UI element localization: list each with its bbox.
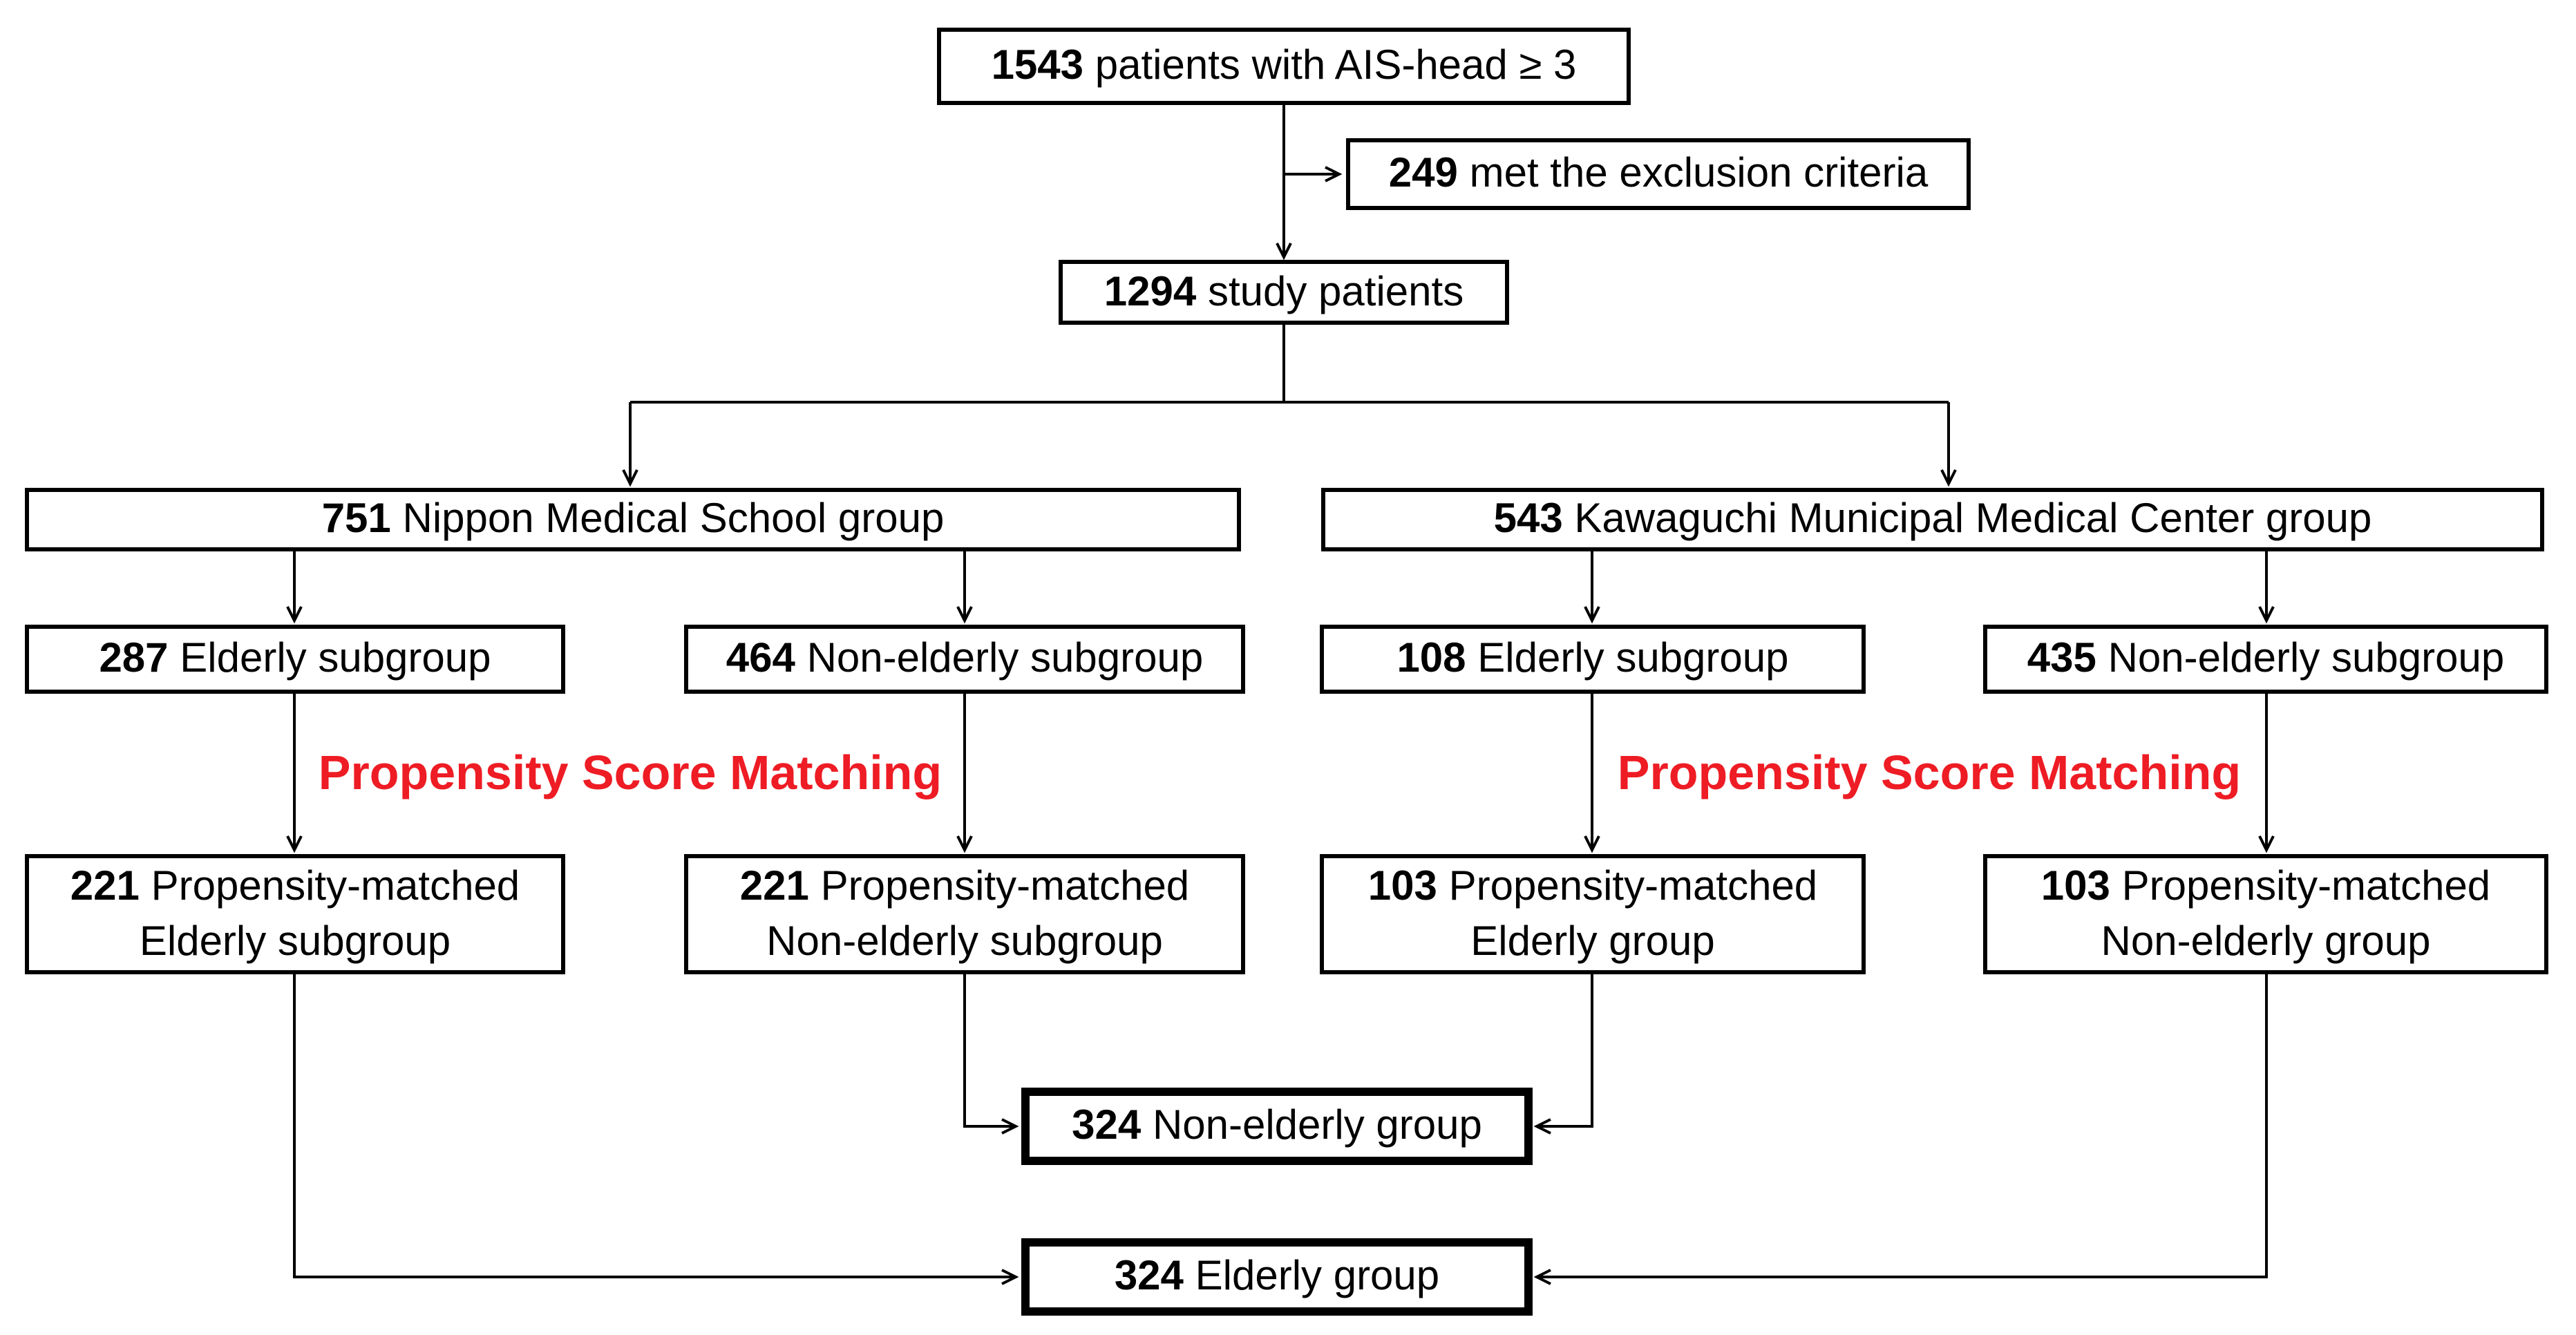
nms-elderly-label: Elderly subgroup xyxy=(180,636,491,681)
node-kmmc-group: 543 Kawaguchi Municipal Medical Center g… xyxy=(1321,488,2544,551)
kmmc-matched-elderly-count: 103 xyxy=(1367,863,1437,909)
nms-matched-elderly-count: 221 xyxy=(70,863,140,909)
node-nms-matched-non-elderly: 221 Propensity-matched Non-elderly subgr… xyxy=(684,854,1245,974)
kmmc-non-elderly-label: Non-elderly subgroup xyxy=(2108,636,2505,681)
node-combined-non-elderly: 324 Non-elderly group xyxy=(1021,1088,1533,1165)
combined-non-elderly-label: Non-elderly group xyxy=(1152,1103,1482,1148)
node-nms-matched-elderly: 221 Propensity-matched Elderly subgroup xyxy=(25,854,565,974)
connector-nms-matched-elderly-to-combined xyxy=(293,974,1019,1285)
node-combined-elderly: 324 Elderly group xyxy=(1021,1238,1533,1316)
node-kmmc-non-elderly-subgroup: 435 Non-elderly subgroup xyxy=(1983,625,2548,694)
kmmc-matched-non-elderly-label: Propensity-matched Non-elderly group xyxy=(2101,863,2491,964)
psm-label-left: Propensity Score Matching xyxy=(318,746,943,800)
study-label: study patients xyxy=(1207,269,1464,314)
nms-label: Nippon Medical School group xyxy=(402,496,945,542)
node-total-patients: 1543 patients with AIS-head ≥ 3 xyxy=(937,28,1631,105)
excluded-count: 249 xyxy=(1388,151,1458,196)
kmmc-matched-non-elderly-count: 103 xyxy=(2040,863,2110,909)
node-kmmc-elderly-subgroup: 108 Elderly subgroup xyxy=(1320,625,1866,694)
kmmc-label: Kawaguchi Municipal Medical Center group xyxy=(1574,496,2372,542)
node-kmmc-matched-non-elderly: 103 Propensity-matched Non-elderly group xyxy=(1983,854,2548,974)
kmmc-count: 543 xyxy=(1493,496,1563,542)
nms-matched-elderly-label: Propensity-matched Elderly subgroup xyxy=(139,863,520,964)
kmmc-elderly-label: Elderly subgroup xyxy=(1477,636,1789,681)
connector-nms-matched-non-elderly-to-combined xyxy=(963,974,1019,1135)
nms-count: 751 xyxy=(321,496,391,542)
study-count: 1294 xyxy=(1104,269,1197,314)
kmmc-elderly-count: 108 xyxy=(1396,636,1466,681)
node-excluded: 249 met the exclusion criteria xyxy=(1346,138,1971,210)
nms-matched-non-elderly-label: Propensity-matched Non-elderly subgroup xyxy=(766,863,1190,964)
node-study-patients: 1294 study patients xyxy=(1059,260,1509,325)
nms-matched-non-elderly-count: 221 xyxy=(739,863,809,909)
nms-non-elderly-count: 464 xyxy=(726,636,795,681)
node-nms-group: 751 Nippon Medical School group xyxy=(25,488,1241,551)
node-nms-elderly-subgroup: 287 Elderly subgroup xyxy=(25,625,565,694)
combined-elderly-label: Elderly group xyxy=(1195,1253,1440,1299)
nms-non-elderly-label: Non-elderly subgroup xyxy=(806,636,1204,681)
node-kmmc-matched-elderly: 103 Propensity-matched Elderly group xyxy=(1320,854,1866,974)
total-label: patients with AIS-head ≥ 3 xyxy=(1095,43,1577,88)
total-count: 1543 xyxy=(991,43,1084,88)
connector-kmmc-matched-non-elderly-to-combined-elderly xyxy=(1533,974,2268,1285)
node-nms-non-elderly-subgroup: 464 Non-elderly subgroup xyxy=(684,625,1245,694)
combined-non-elderly-count: 324 xyxy=(1072,1103,1142,1148)
excluded-label: met the exclusion criteria xyxy=(1469,151,1929,196)
connector-kmmc-matched-elderly-to-combined-non-elderly xyxy=(1533,974,1593,1135)
kmmc-matched-elderly-label: Propensity-matched Elderly group xyxy=(1448,863,1818,964)
psm-label-right: Propensity Score Matching xyxy=(1617,746,2242,800)
nms-elderly-count: 287 xyxy=(99,636,169,681)
combined-elderly-count: 324 xyxy=(1114,1253,1184,1299)
kmmc-non-elderly-count: 435 xyxy=(2027,636,2096,681)
